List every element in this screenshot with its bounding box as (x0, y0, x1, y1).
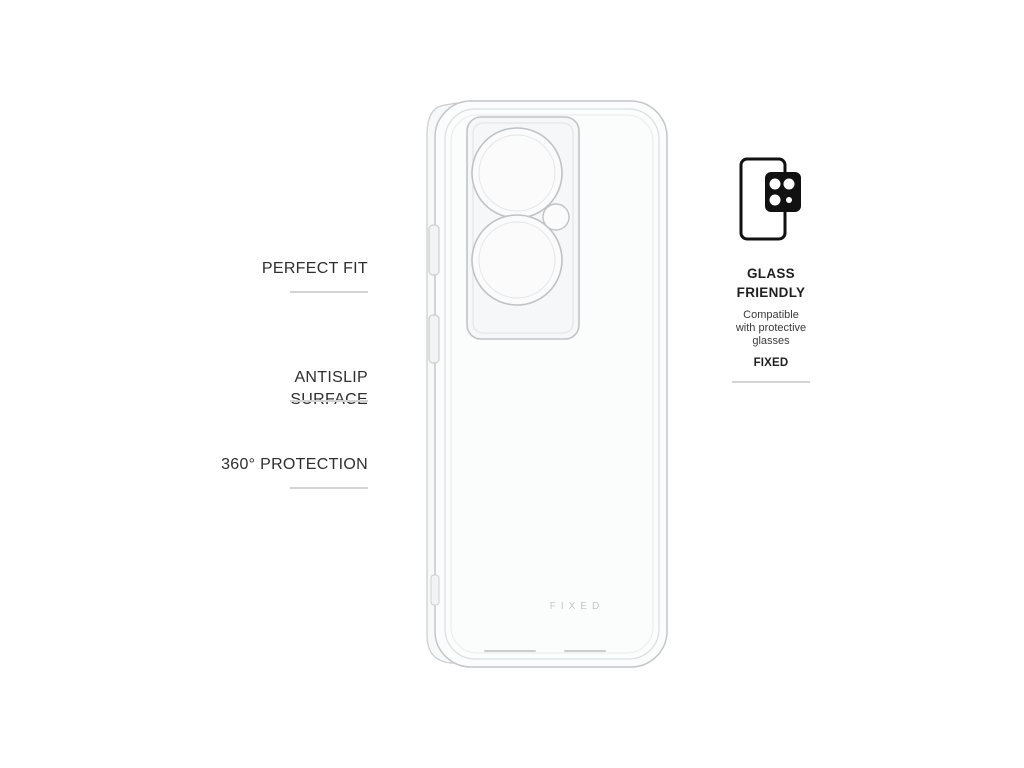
phone-case-image: FIXED (426, 100, 668, 668)
glass-friendly-brand: FIXED (753, 357, 789, 369)
feature-divider (290, 291, 368, 293)
feature-divider (290, 487, 368, 489)
phone-with-camera-glass-icon (739, 157, 801, 241)
feature-label: ANTISLIP SURFACE (290, 369, 368, 408)
glass-friendly-badge: GLASS FRIENDLY Compatible with protectiv… (716, 150, 826, 383)
feature-antislip-surface: ANTISLIP SURFACE (290, 345, 368, 411)
feature-perfect-fit: PERFECT FIT (262, 258, 368, 280)
feature-divider (290, 400, 368, 402)
glass-divider (732, 381, 810, 383)
case-logo: FIXED (550, 601, 604, 612)
glass-friendly-description: Compatible with protective glasses (735, 309, 807, 347)
feature-label: PERFECT FIT (261, 260, 368, 277)
feature-label: 360° PROTECTION (221, 456, 368, 473)
feature-360-protection: 360° PROTECTION (221, 454, 368, 476)
glass-friendly-title: GLASS FRIENDLY (736, 266, 806, 300)
